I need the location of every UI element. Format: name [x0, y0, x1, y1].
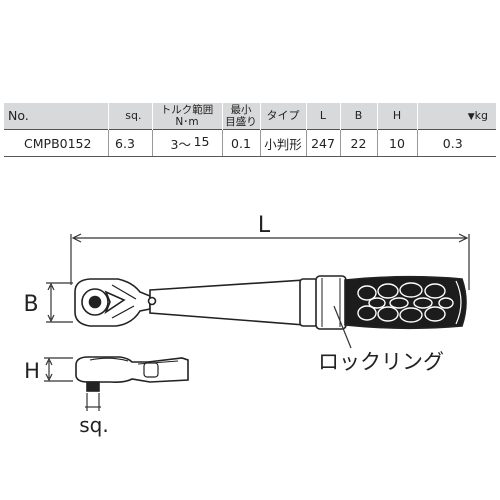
label-sq: sq.: [79, 413, 108, 437]
header-type: タイプ: [259, 103, 306, 130]
reverse-lever: [104, 290, 126, 315]
header-min-line1: 最小: [230, 104, 252, 116]
cell-min-scale: 0.1: [221, 129, 260, 157]
header-l: L: [305, 103, 340, 130]
cell-no: CMPB0152: [4, 129, 108, 157]
cell-b: 22: [339, 129, 377, 157]
header-min-scale: 最小 目盛り: [221, 103, 260, 130]
cell-kg: 0.3: [416, 129, 496, 157]
header-kg-label: kg: [474, 108, 488, 122]
spec-table-header-row: No. sq. トルク範囲 N･m 最小 目盛り タイプ L B H ▼kg: [4, 103, 496, 130]
cell-torque-max: 15: [193, 133, 210, 149]
table-row: CMPB0152 6.3 3〜15 0.1 小判形 247 22 10 0.3: [4, 129, 496, 157]
cell-h: 10: [376, 129, 417, 157]
header-kg: ▼kg: [416, 103, 496, 130]
cell-torque-min: 3〜: [170, 136, 191, 152]
cell-l: 247: [305, 129, 340, 157]
dimension-h: [44, 357, 73, 382]
header-b: B: [339, 103, 377, 130]
handle-pin-icon: [147, 296, 157, 306]
down-triangle-icon: ▼: [467, 111, 475, 122]
header-torque-line2: N･m: [175, 116, 199, 128]
header-sq: sq.: [107, 103, 152, 130]
label-l: L: [258, 213, 271, 238]
dimension-l: [70, 233, 470, 290]
dimension-b: [46, 282, 73, 323]
header-no: No.: [4, 103, 108, 130]
head-ring-inner: [88, 295, 102, 309]
drive-square: [86, 381, 100, 392]
lock-ring-leader: [333, 305, 352, 349]
dimension-sq: [85, 393, 101, 411]
header-min-line2: 目盛り: [225, 116, 257, 128]
lock-ring-label: ロックリング: [318, 350, 444, 374]
header-torque-line1: トルク範囲: [160, 104, 214, 116]
grip-pattern: [357, 282, 454, 323]
wrench-handle-bar: [149, 279, 306, 326]
spec-table: No. sq. トルク範囲 N･m 最小 目盛り タイプ L B H ▼kg C…: [4, 103, 496, 157]
header-h: H: [376, 103, 417, 130]
cell-sq: 6.3: [107, 129, 152, 157]
label-h: H: [24, 359, 40, 383]
cell-type: 小判形: [259, 129, 306, 157]
cell-torque-range: 3〜15: [151, 129, 222, 157]
lock-ring: [315, 275, 347, 330]
wrench-top-view: [74, 275, 467, 330]
label-b: B: [23, 292, 38, 317]
header-torque-range: トルク範囲 N･m: [151, 103, 222, 130]
wrench-side-view: [75, 356, 189, 392]
